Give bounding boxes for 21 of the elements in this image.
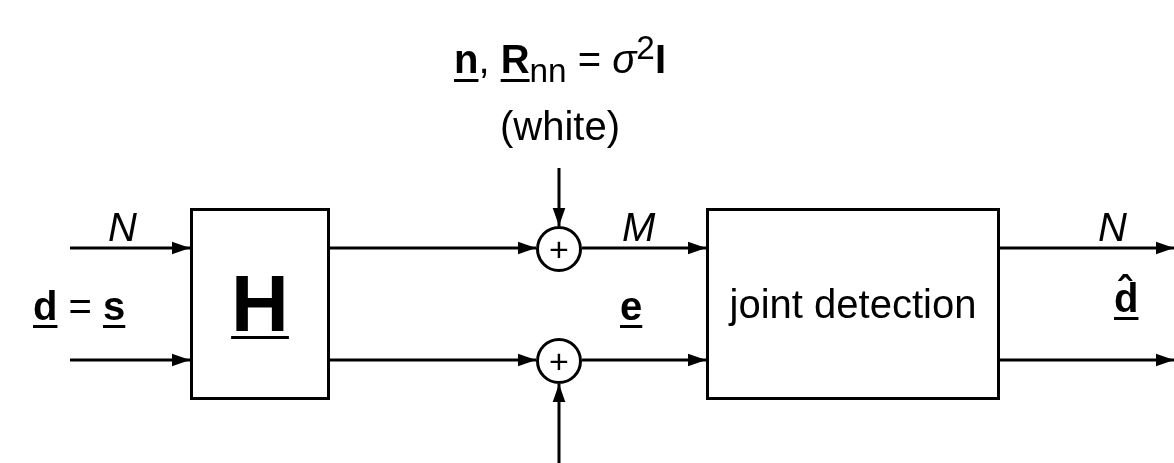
adder-circle: + bbox=[536, 338, 582, 384]
input-vector-label: d = s bbox=[33, 286, 126, 326]
arrow bbox=[582, 241, 706, 255]
dimension-label: M bbox=[622, 207, 656, 247]
signal-vector-label: e bbox=[620, 286, 643, 326]
noise-note: (white) bbox=[500, 102, 620, 149]
arrow bbox=[552, 168, 566, 226]
arrow bbox=[330, 241, 536, 255]
arrow bbox=[330, 353, 536, 367]
arrow bbox=[70, 353, 190, 367]
arrow bbox=[582, 353, 706, 367]
arrow bbox=[552, 384, 566, 463]
arrow bbox=[70, 241, 190, 255]
channel-matrix-box: H bbox=[190, 208, 330, 400]
dimension-label: N bbox=[1098, 207, 1127, 247]
arrow bbox=[1000, 353, 1174, 367]
adder-circle: + bbox=[536, 226, 582, 272]
noise-formula: n, R$_{nn}$ = σ$^{2}$I bbox=[454, 29, 666, 91]
dimension-label: N bbox=[108, 207, 137, 247]
arrow bbox=[1000, 241, 1174, 255]
detector-box: joint detection bbox=[706, 208, 1000, 400]
